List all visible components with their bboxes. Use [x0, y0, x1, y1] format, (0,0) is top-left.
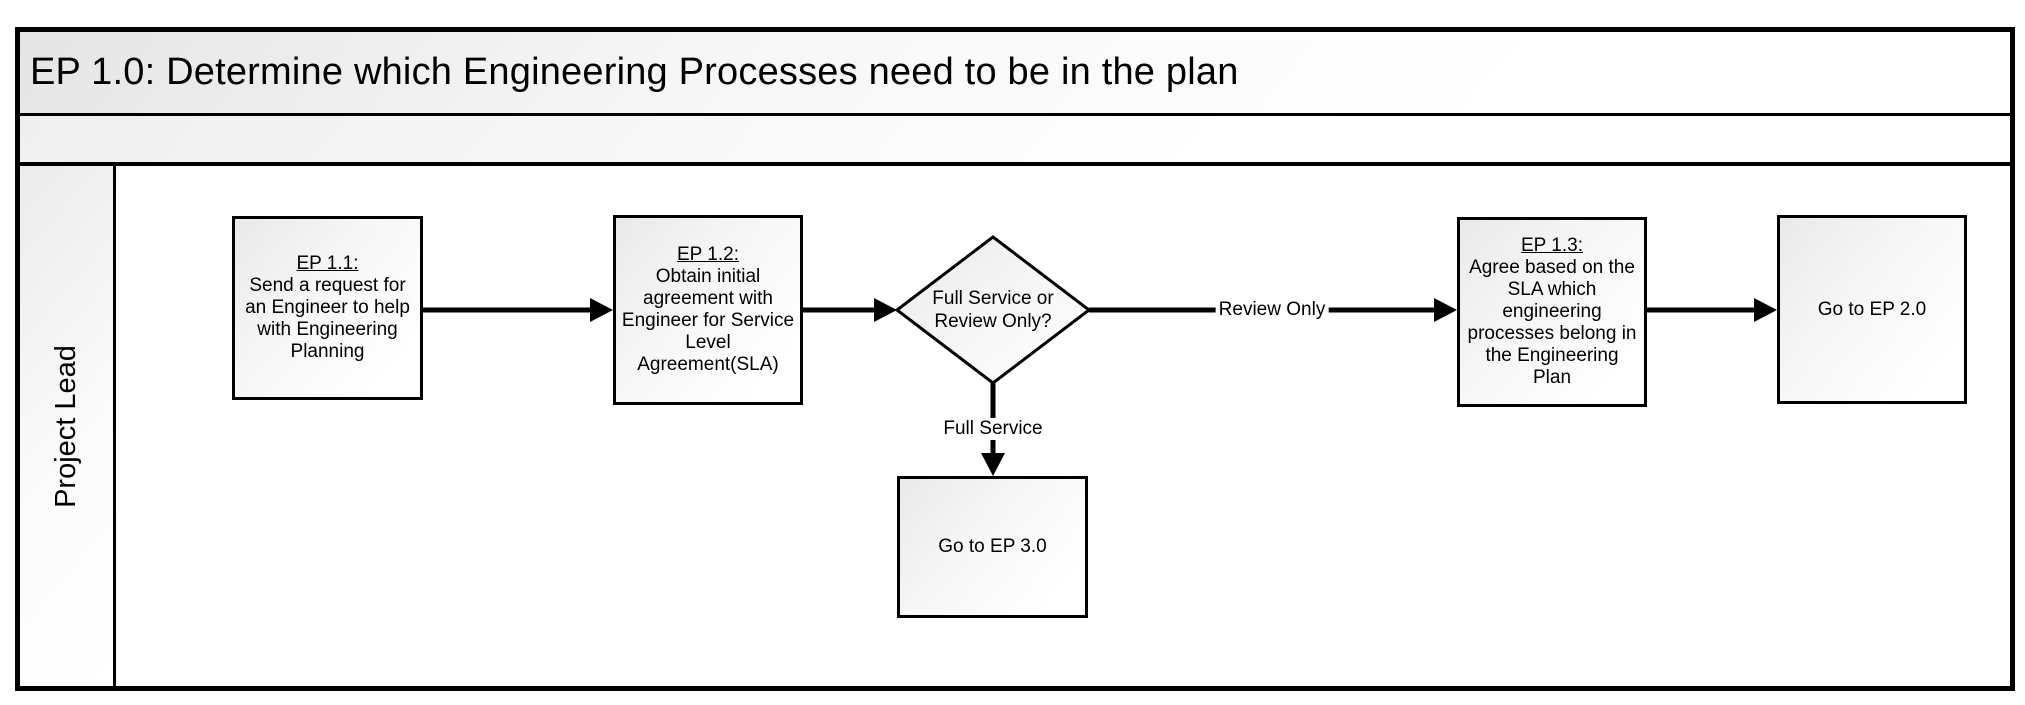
node-ep-1-1: EP 1.1: Send a request for an Engineer t…: [232, 216, 423, 400]
node-ep-1-1-heading: EP 1.1:: [296, 253, 359, 274]
node-ep-1-2-heading: EP 1.2:: [677, 244, 739, 265]
diagram-frame: EP 1.0: Determine which Engineering Proc…: [15, 27, 2015, 691]
arrowhead-decision-to-ep13-icon: [1434, 298, 1457, 322]
edge-label-review-only: Review Only: [1215, 299, 1329, 321]
node-ep-1-3-text: Agree based on the SLA which engineering…: [1467, 257, 1637, 388]
node-ep-1-2: EP 1.2: Obtain initial agreement with En…: [613, 215, 803, 405]
diagram-title-bar: EP 1.0: Determine which Engineering Proc…: [20, 32, 2010, 116]
swimlane-label: Project Lead: [50, 344, 83, 508]
arrowhead-ep11-to-ep12-icon: [590, 298, 613, 322]
node-goto-ep-2-0: Go to EP 2.0: [1777, 215, 1967, 404]
arrowhead-ep12-to-decision-icon: [874, 298, 897, 322]
node-ep-1-1-text: Send a request for an Engineer to help w…: [245, 275, 410, 362]
decision-node-text: Full Service or Review Only?: [932, 288, 1054, 332]
diagram-subtitle-bar: [20, 116, 2010, 166]
node-goto-ep-2-0-text: Go to EP 2.0: [1817, 298, 1927, 320]
node-ep-1-2-text: Obtain initial agreement with Engineer f…: [621, 266, 795, 375]
swimlane-row: Project Lead: [20, 166, 2010, 686]
node-ep-1-3: EP 1.3: Agree based on the SLA which eng…: [1457, 217, 1647, 407]
node-goto-ep-3-0-text: Go to EP 3.0: [938, 536, 1047, 557]
swimlane-label-cell: Project Lead: [20, 166, 116, 686]
diagram-title: EP 1.0: Determine which Engineering Proc…: [30, 51, 1239, 93]
arrowhead-decision-to-ep30-icon: [981, 453, 1005, 476]
edge-label-full-service: Full Service: [940, 418, 1046, 440]
swimlane-content: EP 1.1: Send a request for an Engineer t…: [116, 166, 2010, 686]
arrowhead-ep13-to-ep20-icon: [1754, 298, 1777, 322]
node-ep-1-3-heading: EP 1.3:: [1521, 235, 1583, 256]
node-goto-ep-3-0: Go to EP 3.0: [897, 476, 1088, 618]
